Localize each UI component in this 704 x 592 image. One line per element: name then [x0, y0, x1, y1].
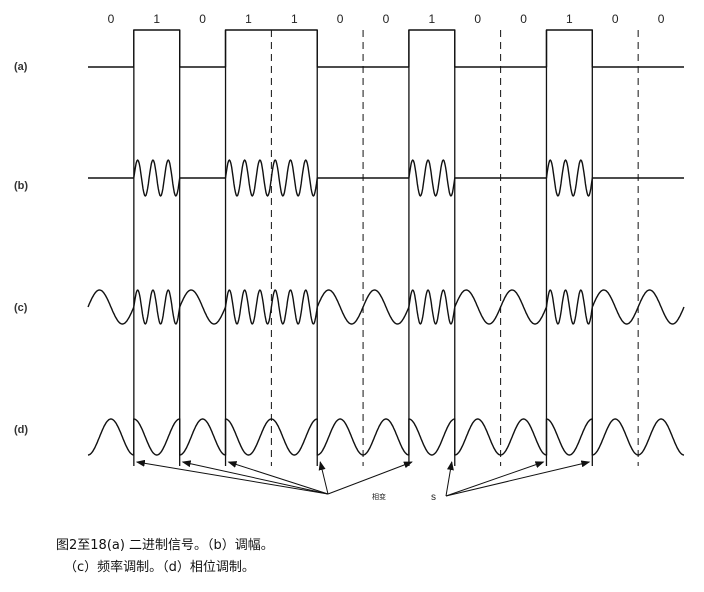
bit-label: 1	[291, 12, 298, 26]
bit-label: 1	[153, 12, 160, 26]
bit-label: 1	[429, 12, 436, 26]
amplitude-modulation-wave	[88, 159, 684, 197]
bit-label: 0	[199, 12, 206, 26]
phase-change-arrow	[318, 461, 329, 495]
phase-change-arrow	[445, 460, 591, 497]
bit-label: 0	[337, 12, 344, 26]
phase-modulation-wave	[87, 418, 685, 456]
phase-change-arrow	[445, 461, 454, 497]
bit-label: 0	[474, 12, 481, 26]
bit-label: 0	[108, 12, 115, 26]
phase-change-label: 相变	[372, 492, 386, 501]
modulation-diagram: 0 1 0 1 1 0 0 1 0 0 1 0 0 (a) (b) (c) (d) 相变 s	[14, 12, 685, 503]
bit-label: 1	[245, 12, 252, 26]
bit-label: 0	[383, 12, 390, 26]
bit-label: 0	[612, 12, 619, 26]
row-label: (d)	[14, 424, 28, 436]
bit-label: 0	[658, 12, 665, 26]
frequency-modulation-wave	[87, 289, 685, 325]
row-label: (c)	[14, 302, 28, 314]
phase-change-arrow	[327, 461, 413, 495]
phase-change-arrow	[445, 461, 545, 497]
caption-line-1: 图2至18(a) 二进制信号。（b）调幅。	[56, 538, 274, 553]
phase-change-arrow	[135, 459, 329, 495]
phase-change-arrow	[181, 460, 329, 495]
bit-label: 1	[566, 12, 573, 26]
row-label: (b)	[14, 180, 28, 192]
row-label: (a)	[14, 61, 28, 73]
caption-line-2: （c）频率调制。（d）相位调制。	[64, 560, 255, 575]
s-label: s	[431, 492, 436, 503]
bit-label: 0	[520, 12, 527, 26]
binary-signal-wave	[88, 29, 684, 68]
phase-change-arrow	[227, 461, 329, 495]
